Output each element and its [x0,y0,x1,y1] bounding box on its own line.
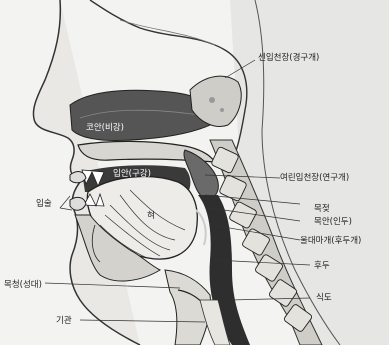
label-larynx: 후두 [314,261,330,271]
label-oral-cavity: 입안(구강) [113,168,151,179]
label-vocal-cords: 목청(성대) [4,280,42,290]
label-lips: 입술 [36,199,52,209]
label-nasal-cavity: 코안(비강) [86,122,124,133]
label-tongue: 혀 [147,210,155,221]
label-trachea: 기관 [56,315,72,326]
label-esophagus: 식도 [316,293,332,303]
label-pharynx: 목안(인두) [314,216,352,227]
label-soft-palate: 여린입천장(연구개) [280,172,349,183]
label-hard-palate: 센입천장(경구개) [258,52,319,63]
label-uvula: 목젖 [314,203,330,214]
label-epiglottis: 울대마개(후두개) [300,235,361,246]
